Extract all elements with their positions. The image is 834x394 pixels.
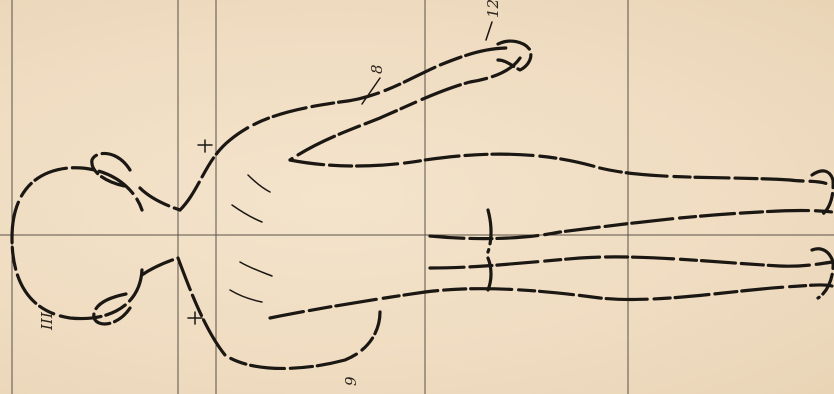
vertical-guide-lines	[12, 0, 628, 394]
roman-numeral-mark: III	[38, 311, 56, 331]
lower-foot	[812, 249, 833, 298]
pointer-line-12	[486, 22, 492, 40]
lower-arm-outline	[178, 258, 380, 368]
mark-9: 9	[342, 376, 360, 386]
mark-8: 8	[368, 64, 386, 74]
mark-12: 12	[484, 0, 502, 18]
torso-upper-side	[290, 154, 830, 185]
neck-right	[142, 258, 178, 275]
shoulder-tick-top	[198, 140, 212, 152]
torso-lower-side	[270, 285, 832, 318]
knee-mark-top	[488, 210, 491, 252]
left-ear	[92, 153, 130, 186]
upper-foot	[812, 171, 833, 216]
knee-mark-bottom	[488, 258, 491, 290]
chest-detail-1	[248, 175, 270, 192]
upper-arm-inner	[290, 58, 520, 160]
chest-detail-2	[232, 205, 262, 222]
pointer-line-8	[362, 78, 380, 104]
upper-arm-outer	[180, 48, 508, 210]
chest-detail-3	[240, 262, 272, 276]
upper-hand	[498, 41, 531, 70]
neck-left	[140, 188, 180, 210]
right-ear	[94, 294, 130, 324]
chest-detail-4	[230, 290, 262, 302]
